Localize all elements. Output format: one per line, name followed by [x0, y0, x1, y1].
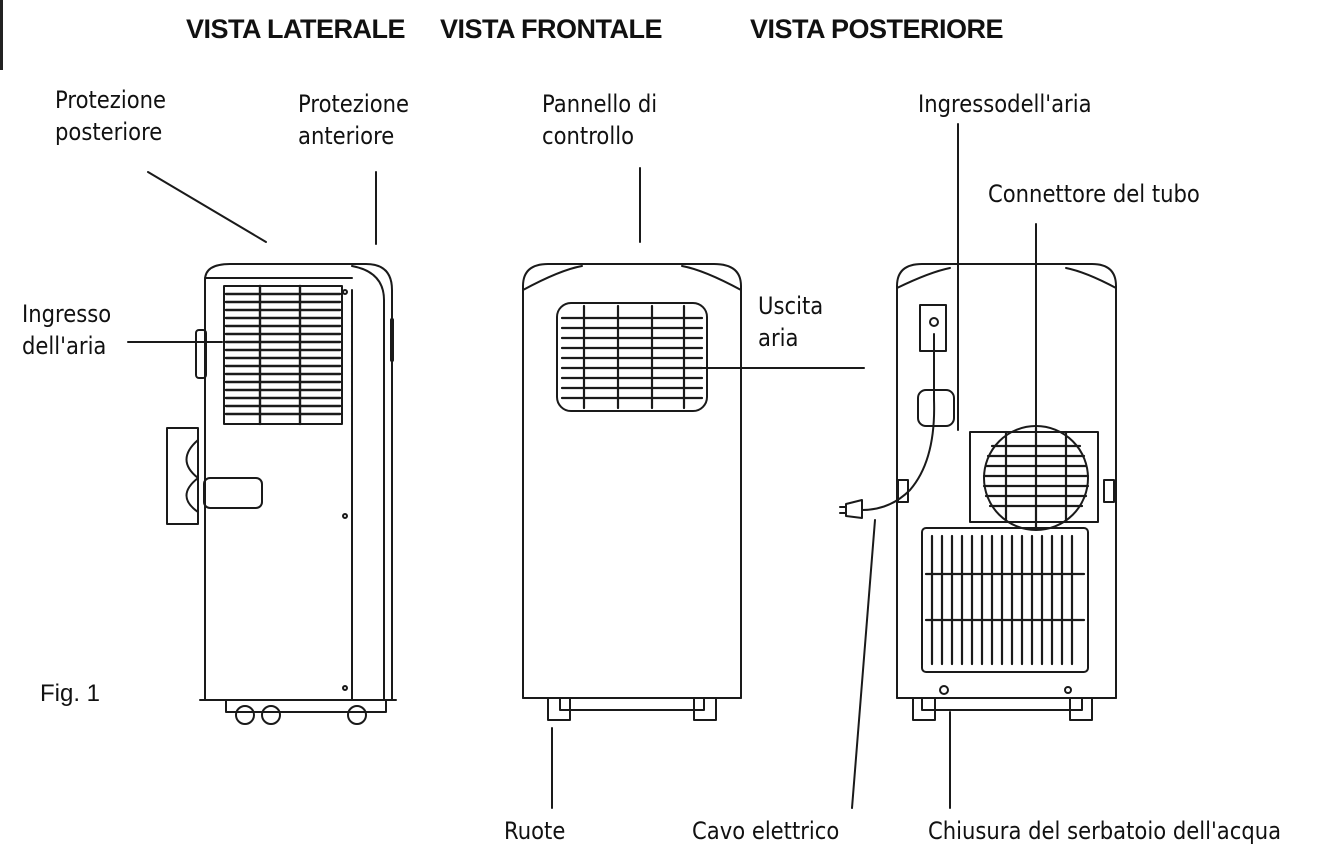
label-air-inlet-rear: Ingressodell'aria: [918, 90, 1092, 118]
figure-label: Fig. 1: [40, 680, 101, 707]
label-rear-guard: Protezione posteriore: [55, 86, 167, 146]
title-rear-view: VISTA POSTERIORE: [750, 14, 1004, 44]
title-front-view: VISTA FRONTALE: [440, 14, 663, 44]
label-front-guard: Protezione anteriore: [298, 90, 410, 150]
label-air-inlet-side: Ingresso dell'aria: [22, 300, 112, 360]
label-wheels: Ruote: [504, 817, 566, 845]
rear-view-unit: [839, 263, 1117, 721]
page-edge-bar: [0, 0, 3, 70]
label-air-outlet: Uscita aria: [758, 292, 824, 352]
front-view-unit: [522, 263, 742, 721]
label-hose-connector: Connettore del tubo: [988, 180, 1200, 208]
title-side-view: VISTA LATERALE: [186, 14, 406, 44]
leader-lines: [127, 123, 1037, 809]
side-view-unit: [166, 263, 397, 725]
label-power-cable: Cavo elettrico: [692, 817, 840, 845]
label-control-panel: Pannello di controllo: [542, 90, 658, 150]
label-water-tank-cap: Chiusura del serbatoio dell'acqua: [928, 817, 1282, 845]
